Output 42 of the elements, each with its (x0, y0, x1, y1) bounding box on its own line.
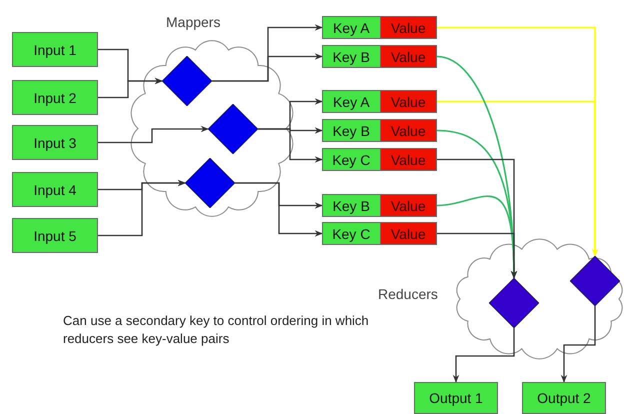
arrow (452, 328, 515, 383)
arrow (437, 100, 598, 257)
value-label: Value (380, 223, 436, 244)
arrow (98, 126, 209, 144)
arrow (437, 232, 518, 279)
arrow (258, 128, 323, 163)
key-label: Key B (323, 46, 380, 67)
value-label: Value (380, 195, 436, 216)
key-label: Key A (323, 17, 380, 38)
key-value-pair (322, 222, 437, 245)
process-box: Output 1 (414, 382, 498, 414)
key-value-pair (322, 45, 437, 68)
group-heading: Reducers (378, 286, 438, 302)
key-value-pair (322, 148, 437, 171)
process-box: Input 1 (12, 32, 98, 67)
process-box: Input 3 (12, 125, 98, 160)
process-box: Output 2 (522, 382, 606, 414)
value-label: Value (380, 17, 436, 38)
key-value-pair (322, 16, 437, 39)
process-box: Input 5 (12, 218, 98, 253)
value-label: Value (380, 46, 436, 67)
key-label: Key C (323, 223, 380, 244)
key-value-pair (322, 90, 437, 113)
value-label: Value (380, 91, 436, 112)
key-label: Key B (323, 120, 380, 141)
process-box: Input 2 (12, 80, 98, 115)
note-text: Can use a secondary key to control ordering in which reducers see key-value pairs (63, 312, 370, 348)
key-label: Key A (323, 91, 380, 112)
key-label: Key C (323, 149, 380, 170)
arrow (212, 53, 323, 82)
key-value-pair (322, 119, 437, 142)
arrow (98, 180, 186, 236)
process-box: Input 4 (12, 172, 98, 207)
arrow (560, 306, 596, 383)
key-value-pair (322, 194, 437, 217)
key-label: Key B (323, 195, 380, 216)
arrow (436, 196, 518, 279)
value-label: Value (380, 149, 436, 170)
group-heading: Mappers (166, 14, 220, 30)
arrow (235, 182, 323, 237)
arrow (98, 78, 163, 98)
value-label: Value (380, 120, 436, 141)
